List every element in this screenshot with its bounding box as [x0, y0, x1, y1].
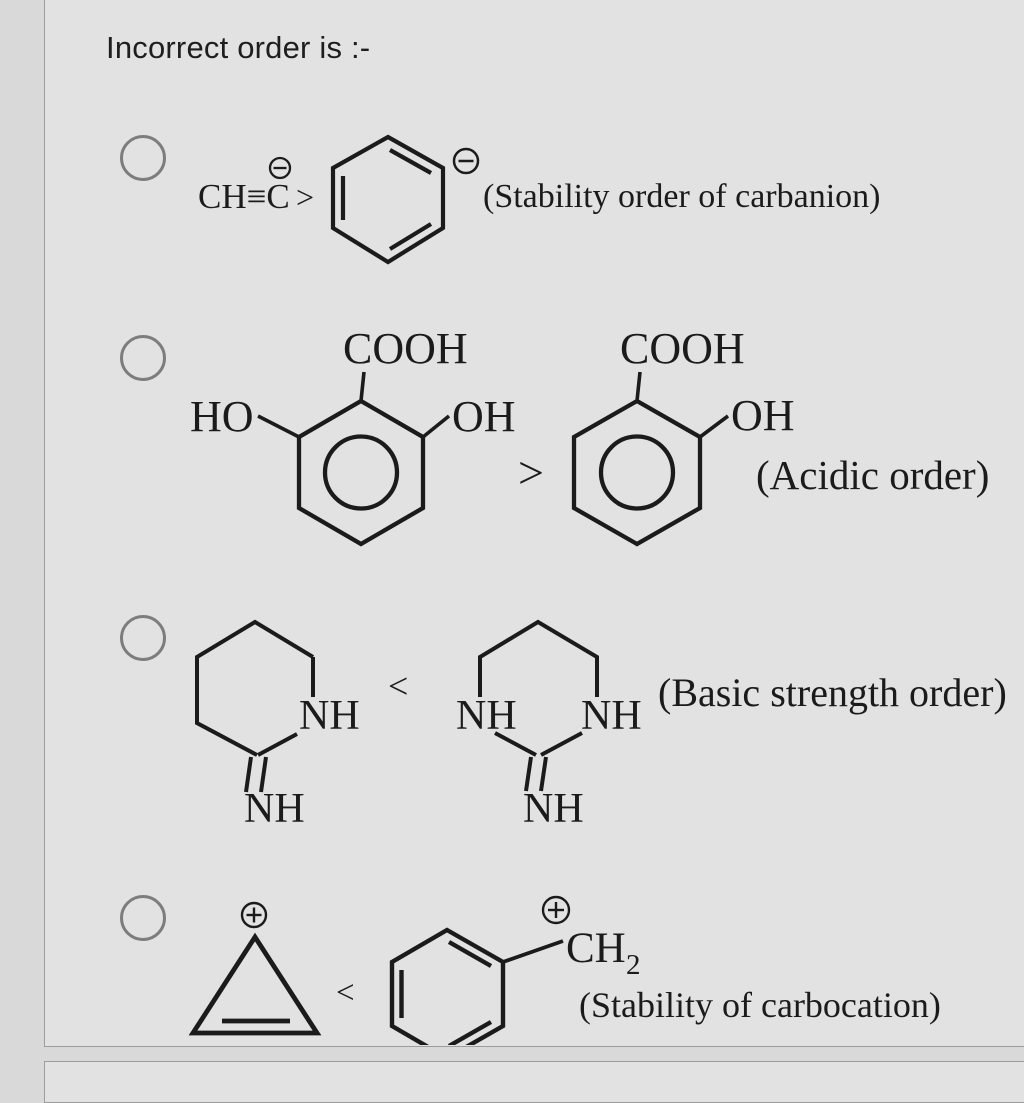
plus-charge-icon	[240, 901, 268, 929]
cyclopropene-ring	[188, 932, 322, 1036]
imine-nh-label: NH	[244, 786, 305, 832]
comparator-sign: >	[518, 447, 544, 498]
plus-charge-icon	[541, 895, 571, 925]
benzene-ring	[330, 134, 446, 265]
radio-option-2[interactable]	[120, 335, 166, 381]
radio-option-3[interactable]	[120, 615, 166, 661]
ring-bonds	[478, 619, 599, 757]
next-question-card	[44, 1061, 1024, 1103]
ring-nh-label: NH	[299, 693, 360, 739]
ch2-bond	[502, 939, 564, 964]
left-nh-label: NH	[456, 693, 517, 739]
option-2-caption: (Acidic order)	[756, 452, 989, 498]
benzyl-cation-structure: CH 2	[389, 895, 641, 1045]
cooh-bond	[635, 371, 642, 402]
radio-option-4[interactable]	[120, 895, 166, 941]
aromatic-circle	[322, 434, 400, 511]
salicylic-acid-structure: COOH OH	[571, 324, 795, 547]
ring-bonds	[195, 619, 315, 757]
radio-option-1[interactable]	[120, 135, 166, 181]
cooh-label: COOH	[343, 324, 468, 373]
aromatic-circle	[598, 434, 676, 511]
benzene-ring	[389, 927, 506, 1045]
oh-bond	[698, 414, 730, 439]
imine-nh-label: NH	[523, 786, 584, 832]
phenyl-carbanion-structure	[330, 134, 480, 265]
imine-double-bond	[524, 756, 548, 792]
ch2-subscript: 2	[626, 949, 641, 981]
cooh-bond	[359, 371, 366, 402]
question-title: Incorrect order is :-	[106, 30, 371, 65]
right-nh-label: NH	[581, 693, 642, 739]
minus-charge-icon	[268, 156, 292, 180]
option-1-caption: (Stability order of carbanion)	[483, 178, 880, 215]
acetylide-formula: CH≡C	[198, 177, 290, 216]
cyclic-guanidine-structure: NH NH NH	[456, 619, 642, 832]
option-2-structure-image: COOH HO OH > COOH OH (Acidic order)	[190, 324, 989, 547]
ho-bond	[257, 414, 300, 439]
dihydroxybenzoic-acid-structure: COOH HO OH	[190, 324, 516, 547]
cyclopropenyl-cation-structure	[188, 901, 322, 1036]
cooh-label: COOH	[620, 324, 745, 373]
ho-label: HO	[190, 392, 254, 441]
oh-label: OH	[731, 391, 795, 440]
ch2-label: CH	[566, 925, 626, 972]
comparator-sign: <	[336, 975, 355, 1011]
option-1-structure-image: CH≡C > (Stability order of carbanion)	[198, 134, 880, 265]
comparator-sign: >	[296, 179, 314, 215]
iminopiperidine-structure: NH NH	[195, 619, 360, 832]
comparator-sign: <	[388, 666, 408, 706]
oh-bond	[421, 414, 451, 439]
benzene-ring	[296, 398, 426, 547]
question-card	[44, 0, 1024, 1047]
option-4-caption: (Stability of carbocation)	[579, 985, 941, 1025]
benzene-double-bonds	[399, 940, 493, 1045]
minus-charge-icon	[452, 147, 480, 175]
benzene-double-bonds	[340, 148, 433, 251]
imine-double-bond	[244, 756, 268, 793]
acetylide-anion-structure: CH≡C	[198, 156, 292, 216]
option-3-caption: (Basic strength order)	[658, 670, 1007, 715]
option-4-structure-image: < CH 2 (Stability of carbocation)	[188, 895, 941, 1045]
oh-label: OH	[452, 392, 516, 441]
benzene-ring	[571, 398, 703, 547]
option-3-structure-image: NH NH < NH NH NH (Basic strength order)	[195, 619, 1007, 832]
